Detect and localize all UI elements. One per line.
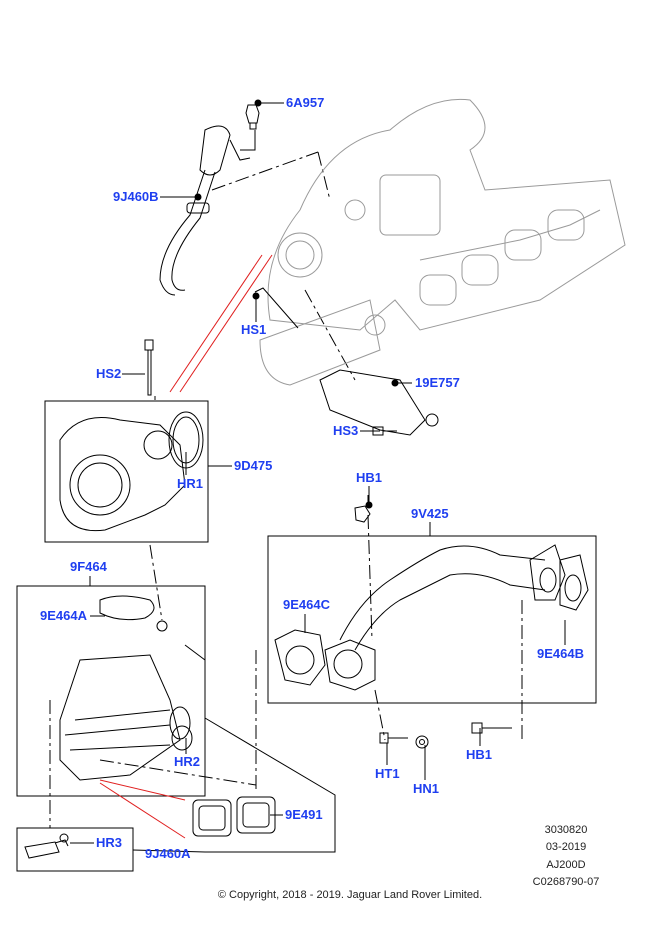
reference-number: 3030820 <box>544 824 588 836</box>
callout-9J460B[interactable]: 9J460B <box>113 189 159 204</box>
callout-9E464B[interactable]: 9E464B <box>537 646 584 661</box>
box-9E491 <box>132 717 336 853</box>
box-9D475 <box>44 400 209 543</box>
callout-HN1[interactable]: HN1 <box>413 781 440 796</box>
box-9F464 <box>16 585 206 797</box>
callout-HR1[interactable]: HR1 <box>177 476 204 491</box>
callout-HS3[interactable]: HS3 <box>333 423 359 438</box>
callout-HS1[interactable]: HS1 <box>241 322 267 337</box>
callout-9E491[interactable]: 9E491 <box>285 807 323 822</box>
callout-9E464C[interactable]: 9E464C <box>283 597 330 612</box>
callout-6A957[interactable]: 6A957 <box>286 95 325 110</box>
callout-HB1-top[interactable]: HB1 <box>356 470 383 485</box>
reference-engine: AJ200D <box>546 859 586 871</box>
reference-date: 03-2019 <box>545 841 587 853</box>
callout-HT1[interactable]: HT1 <box>375 766 400 781</box>
callout-9D475[interactable]: 9D475 <box>234 458 273 473</box>
callout-HB1-bottom[interactable]: HB1 <box>466 747 493 762</box>
callout-HR3[interactable]: HR3 <box>96 835 123 850</box>
callout-9E464A[interactable]: 9E464A <box>40 608 87 623</box>
callout-19E757[interactable]: 19E757 <box>415 375 460 390</box>
box-9V425 <box>267 535 597 704</box>
callout-HR2[interactable]: HR2 <box>174 754 201 769</box>
copyright-notice: © Copyright, 2018 - 2019. Jaguar Land Ro… <box>217 889 483 901</box>
reference-code: C0268790-07 <box>532 876 600 888</box>
callout-9F464[interactable]: 9F464 <box>70 559 107 574</box>
box-HR3 <box>16 827 134 872</box>
callout-9J460A[interactable]: 9J460A <box>145 846 191 861</box>
callout-9V425[interactable]: 9V425 <box>411 506 449 521</box>
callout-HS2[interactable]: HS2 <box>96 366 122 381</box>
